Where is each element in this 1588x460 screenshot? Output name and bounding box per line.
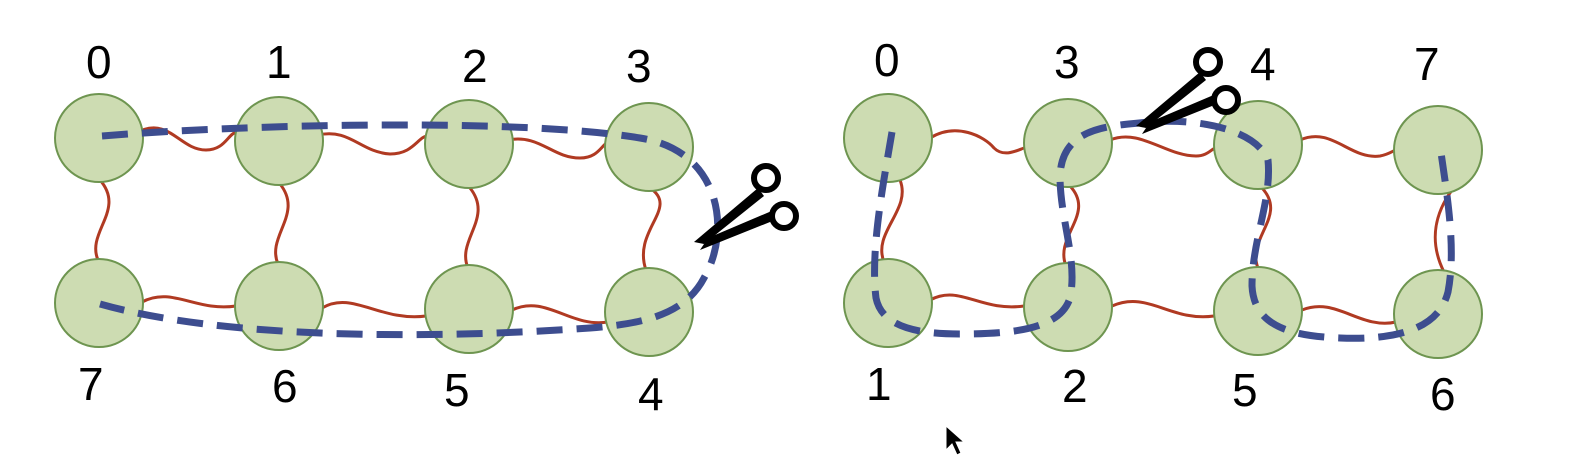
link-1-2 [316, 132, 430, 156]
right-cut-path [871, 117, 1455, 342]
node-5 [424, 264, 514, 354]
node-0 [54, 93, 144, 183]
left-bottom-label-6: 6 [272, 360, 298, 412]
node-6 [234, 261, 324, 351]
link-6-5 [320, 301, 428, 319]
node-7 [54, 258, 144, 348]
left-top-label-1: 1 [266, 36, 292, 88]
link-3-4 [642, 186, 662, 272]
link-1-6 [274, 182, 290, 266]
left-links [94, 126, 662, 325]
link-0-3 [928, 129, 1026, 155]
link-1-2 [928, 293, 1026, 309]
left-bottom-label-5: 5 [444, 364, 470, 416]
right-links [880, 129, 1454, 325]
right-bottom-label-2: 2 [1062, 360, 1088, 412]
right-panel: 0 3 4 7 1 2 5 6 [843, 34, 1483, 420]
left-bottom-label-7: 7 [78, 358, 104, 410]
link-0-1 [880, 178, 904, 264]
right-bottom-label-6: 6 [1430, 368, 1456, 420]
link-3-4 [1108, 135, 1218, 158]
left-panel: 0 1 2 3 7 6 5 4 [54, 36, 796, 420]
link-2-5 [464, 186, 480, 270]
link-0-7 [94, 178, 111, 262]
right-top-label-7: 7 [1414, 38, 1440, 90]
node-7 [1393, 105, 1483, 195]
link-5-6 [1300, 305, 1398, 325]
right-bottom-label-5: 5 [1232, 364, 1258, 416]
node-1 [234, 96, 324, 186]
left-top-label-2: 2 [462, 40, 488, 92]
link-3-2 [1062, 184, 1081, 268]
left-top-label-0: 0 [86, 36, 112, 88]
scissors-icon [694, 166, 796, 250]
node-3 [604, 102, 694, 192]
right-top-label-4: 4 [1250, 38, 1276, 90]
link-2-5 [1110, 300, 1216, 319]
node-5 [1213, 266, 1303, 356]
node-1 [843, 258, 933, 348]
left-top-label-3: 3 [626, 40, 652, 92]
link-4-7 [1298, 135, 1398, 158]
node-3 [1023, 98, 1113, 188]
left-bottom-label-4: 4 [638, 368, 664, 420]
link-7-6 [140, 295, 238, 309]
link-2-3 [506, 137, 612, 160]
left-cut-path [99, 121, 722, 339]
right-top-label-3: 3 [1054, 36, 1080, 88]
node-4 [604, 267, 694, 357]
right-bottom-label-1: 1 [866, 358, 892, 410]
node-2 [424, 99, 514, 189]
cursor-arrow-icon [945, 424, 966, 456]
link-5-4 [510, 304, 610, 325]
right-top-label-0: 0 [874, 34, 900, 86]
